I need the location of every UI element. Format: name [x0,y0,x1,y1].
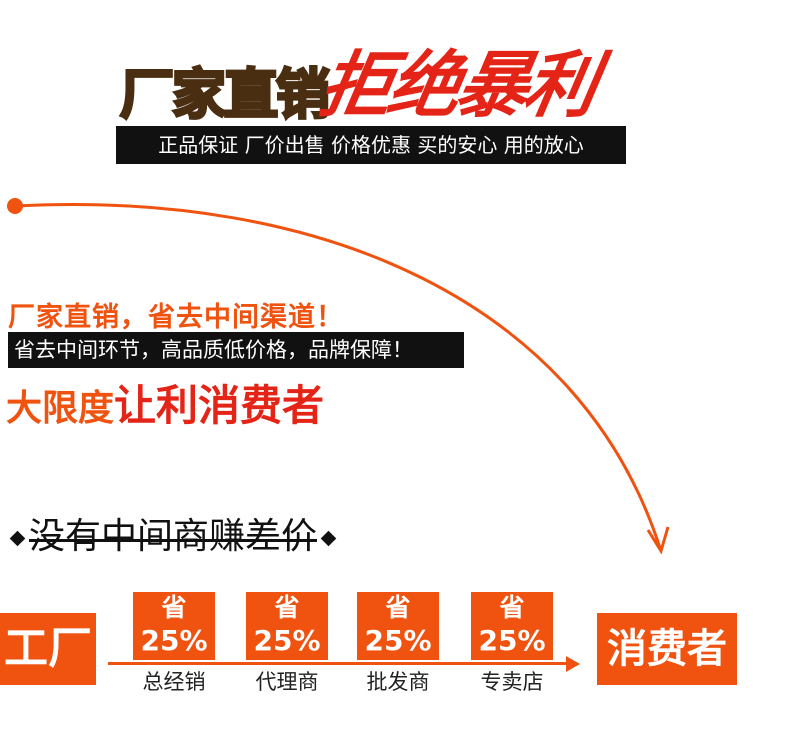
flow-line [108,662,570,665]
factory-box: 工厂 [0,613,96,685]
stage-name: 代理商 [255,670,319,694]
curve-path [14,202,662,549]
save-percent: 25% [253,624,321,657]
diamond-icon [320,530,337,546]
tagline-banner: 正品保证 厂价出售 价格优惠 买的安心 用的放心 [116,126,626,164]
save-label: 省 [499,593,525,622]
direct-sale-title: 厂家直销，省去中间渠道！ [8,302,344,333]
benefit-part2: 让利消费者 [114,381,325,430]
benefit-consumer-heading: 大限度让利消费者 [6,372,324,433]
save-percent: 25% [364,624,432,657]
save-badge: 省 25% [133,592,215,660]
no-middleman-text: 没有中间商赚差价 [29,516,318,557]
flow-arrow-icon [566,656,580,672]
save-label: 省 [385,593,411,622]
save-badge: 省 25% [357,592,439,660]
save-percent: 25% [478,624,546,657]
no-middleman-row: 没有中间商赚差价 [6,507,340,559]
curve-arrowhead [646,526,670,555]
save-percent: 25% [140,624,208,657]
diamond-icon [9,530,26,546]
save-badge: 省 25% [471,592,553,660]
stage-name: 总经销 [142,670,206,694]
benefit-part1: 大限度 [6,388,115,429]
save-label: 省 [274,593,300,622]
save-badge: 省 25% [246,592,328,660]
stage-name: 专卖店 [480,670,544,694]
save-label: 省 [161,593,187,622]
consumer-box: 消费者 [597,613,737,685]
stage-name: 批发商 [366,670,430,694]
direct-sale-subtitle: 省去中间环节，高品质低价格，品牌保障！ [8,332,464,368]
headline-direct-sale: 厂家直销 [119,62,332,128]
